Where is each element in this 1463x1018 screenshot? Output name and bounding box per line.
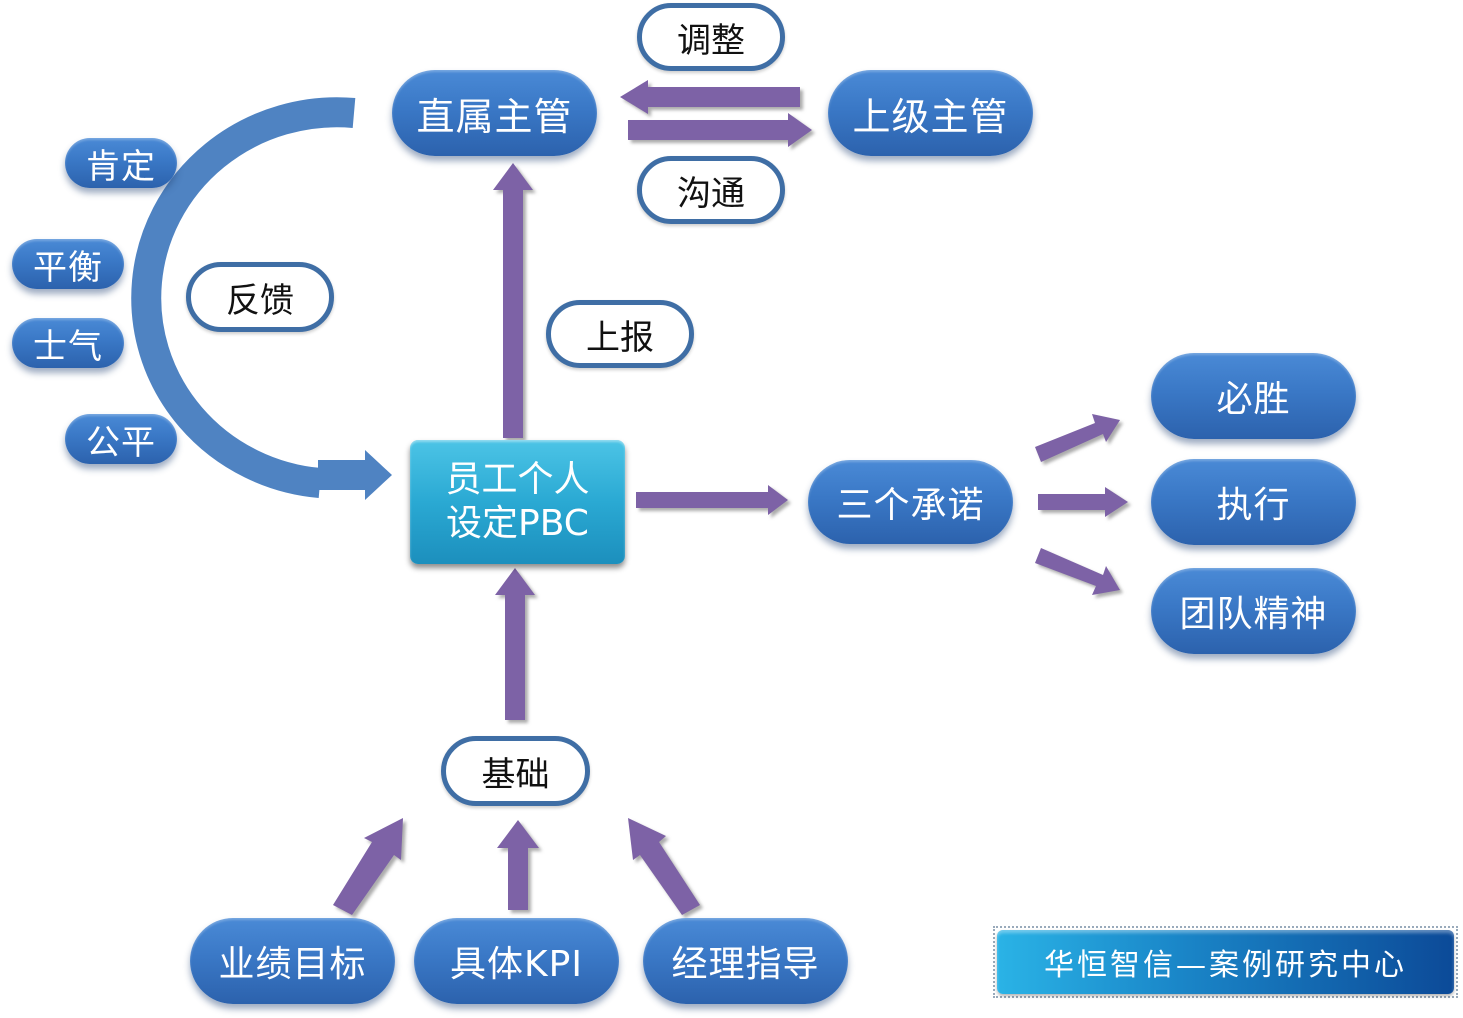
pbc-line-2: 设定PBC: [446, 503, 589, 544]
adjust-label: 调整: [637, 3, 785, 71]
commitment-team-spirit: 团队精神: [1151, 568, 1356, 654]
source-performance-goals: 业绩目标: [190, 918, 395, 1004]
feedback-label: 反馈: [186, 262, 334, 332]
feedback-arc-head: [318, 450, 392, 500]
commitment-execute: 执行: [1151, 459, 1356, 545]
communicate-label: 沟通: [637, 156, 785, 224]
source-specific-kpi: 具体KPI: [414, 918, 619, 1004]
commitment-arrow-team: [1035, 548, 1120, 595]
goals-arrow: [333, 818, 403, 915]
pbc-line-1: 员工个人: [445, 459, 590, 500]
foundation-arrow: [495, 568, 535, 720]
guidance-arrow: [628, 818, 700, 915]
feedback-value-fairness: 公平: [65, 414, 177, 464]
foundation-label: 基础: [441, 736, 590, 806]
commitment-arrow-execute: [1038, 487, 1128, 517]
senior-supervisor-node: 上级主管: [828, 70, 1033, 156]
kpi-arrow: [497, 820, 539, 910]
feedback-arc: [131, 97, 356, 498]
source-manager-guidance: 经理指导: [643, 918, 848, 1004]
brand-banner-text: 华恒智信—案例研究中心: [997, 930, 1454, 994]
employee-pbc-node: 员工个人 设定PBC: [410, 440, 625, 564]
supervisor-node: 直属主管: [392, 70, 597, 156]
commitment-win: 必胜: [1151, 353, 1356, 439]
report-arrow: [493, 163, 533, 438]
adjust-arrow: [620, 80, 800, 114]
feedback-value-balance: 平衡: [12, 239, 124, 289]
commitment-arrow-win: [1035, 414, 1120, 462]
report-label: 上报: [546, 300, 694, 368]
feedback-value-affirm: 肯定: [65, 138, 177, 188]
commitments-node: 三个承诺: [808, 460, 1013, 544]
communicate-arrow: [628, 113, 812, 147]
brand-banner: 华恒智信—案例研究中心: [993, 926, 1458, 998]
feedback-value-morale: 士气: [12, 318, 124, 368]
commitments-arrow: [636, 485, 788, 515]
